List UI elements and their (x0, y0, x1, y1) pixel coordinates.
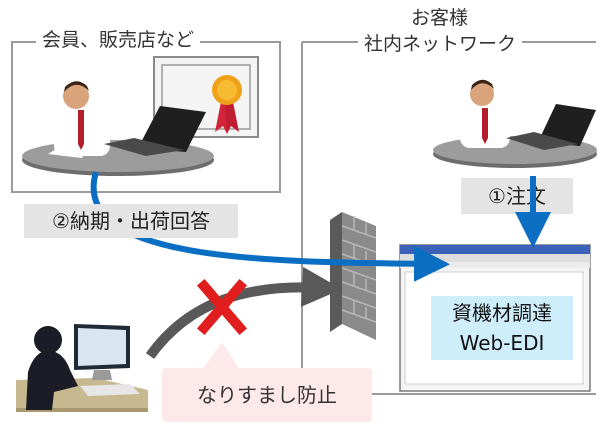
system-box-line1: 資機材調達 (452, 301, 552, 325)
system-box-line2: Web-EDI (459, 331, 545, 355)
right-group-label-line1: お客様 (411, 7, 469, 29)
hacker-icon (16, 324, 148, 412)
block-x-icon (196, 278, 248, 336)
right-group-label-line2: 社内ネットワーク (358, 32, 523, 56)
delivery-label-overlay: ②納期・出荷回答 (24, 204, 238, 238)
spoof-label-pointer (202, 342, 240, 370)
delivery-arrow (90, 171, 450, 282)
system-box: 資機材調達 Web-EDI (431, 296, 573, 360)
office-worker-icon (22, 81, 214, 176)
order-label: ①注文 (461, 178, 573, 214)
spoof-label: なりすまし防止 (162, 368, 372, 422)
office-worker-icon (433, 79, 597, 168)
left-group-label: 会員、販売店など (36, 28, 201, 52)
certificate-icon (153, 56, 259, 138)
